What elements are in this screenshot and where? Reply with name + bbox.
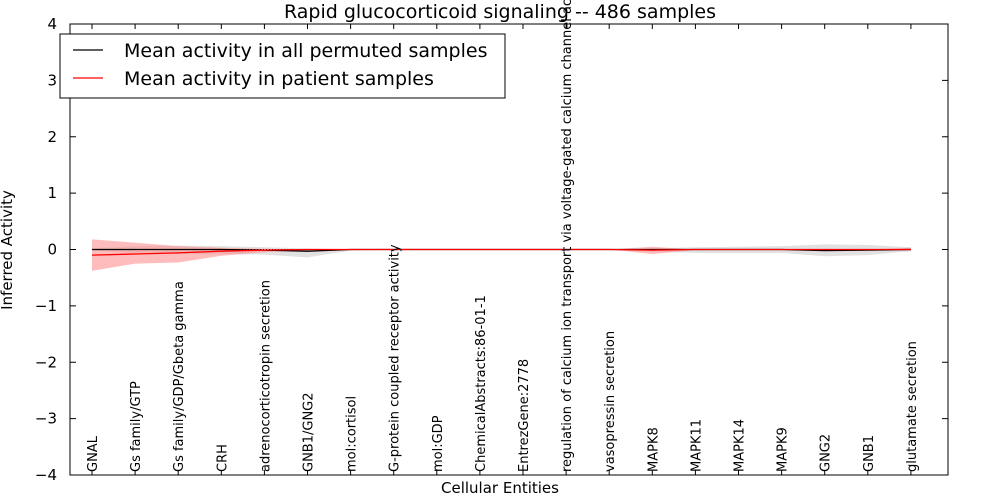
category-labels: GNAL Gs family/GTP Gs family/GDP/Gbeta gam… — [86, 0, 920, 472]
x-category-label: MAPK8 — [646, 427, 661, 472]
y-tick-label: −3 — [35, 410, 57, 428]
x-category-label: mol:GDP — [431, 415, 446, 472]
x-category-label: G-protein coupled receptor activity — [388, 244, 403, 472]
x-category-label: GNB1/GNG2 — [302, 392, 317, 472]
y-axis-ticks: −4 −3 −2 −1 0 1 2 3 4 — [35, 15, 948, 484]
legend-label-permuted: Mean activity in all permuted samples — [124, 40, 487, 62]
x-category-label: GNAL — [86, 435, 101, 472]
x-category-label: regulation of calcium ion transport via … — [560, 0, 575, 472]
y-tick-label: 1 — [47, 184, 57, 202]
x-category-label: GNG2 — [819, 434, 834, 472]
y-tick-label: 4 — [47, 15, 57, 33]
legend: Mean activity in all permuted samples Me… — [59, 33, 506, 99]
chart-title: Rapid glucocorticoid signaling -- 486 sa… — [284, 1, 716, 23]
y-axis-label: Inferred Activity — [0, 190, 16, 310]
x-category-label: vasopressin secretion — [603, 331, 618, 472]
x-category-label: CRH — [215, 444, 230, 472]
x-category-label: ChemicalAbstracts:86-01-1 — [474, 295, 489, 472]
x-axis-label: Cellular Entities — [441, 479, 559, 497]
series-line-1 — [91, 248, 911, 256]
x-category-label: Gs family/GTP — [129, 381, 144, 472]
y-tick-label: −2 — [35, 353, 57, 371]
x-category-label: mol:cortisol — [345, 396, 360, 472]
legend-label-patient: Mean activity in patient samples — [124, 68, 434, 90]
series-band-0 — [92, 244, 911, 258]
x-category-label: MAPK11 — [689, 419, 704, 472]
series-lines — [91, 248, 911, 256]
x-category-label: adrenocorticotropin secretion — [258, 280, 273, 472]
y-tick-label: −4 — [35, 466, 57, 484]
x-axis-ticks — [91, 24, 912, 475]
x-category-label: GNB1 — [862, 435, 877, 472]
y-tick-label: −1 — [35, 297, 57, 315]
y-tick-label: 0 — [47, 241, 57, 259]
legend-box — [59, 33, 506, 99]
y-tick-label: 3 — [47, 71, 57, 89]
x-category-label: EntrezGene:2778 — [517, 359, 532, 472]
y-tick-label: 2 — [47, 128, 57, 146]
x-category-label: Gs family/GDP/Gbeta gamma — [172, 281, 187, 472]
x-category-label: MAPK9 — [776, 427, 791, 472]
x-category-label: glutamate secretion — [905, 341, 920, 472]
x-category-label: MAPK14 — [733, 419, 748, 472]
series-bands — [92, 239, 911, 271]
